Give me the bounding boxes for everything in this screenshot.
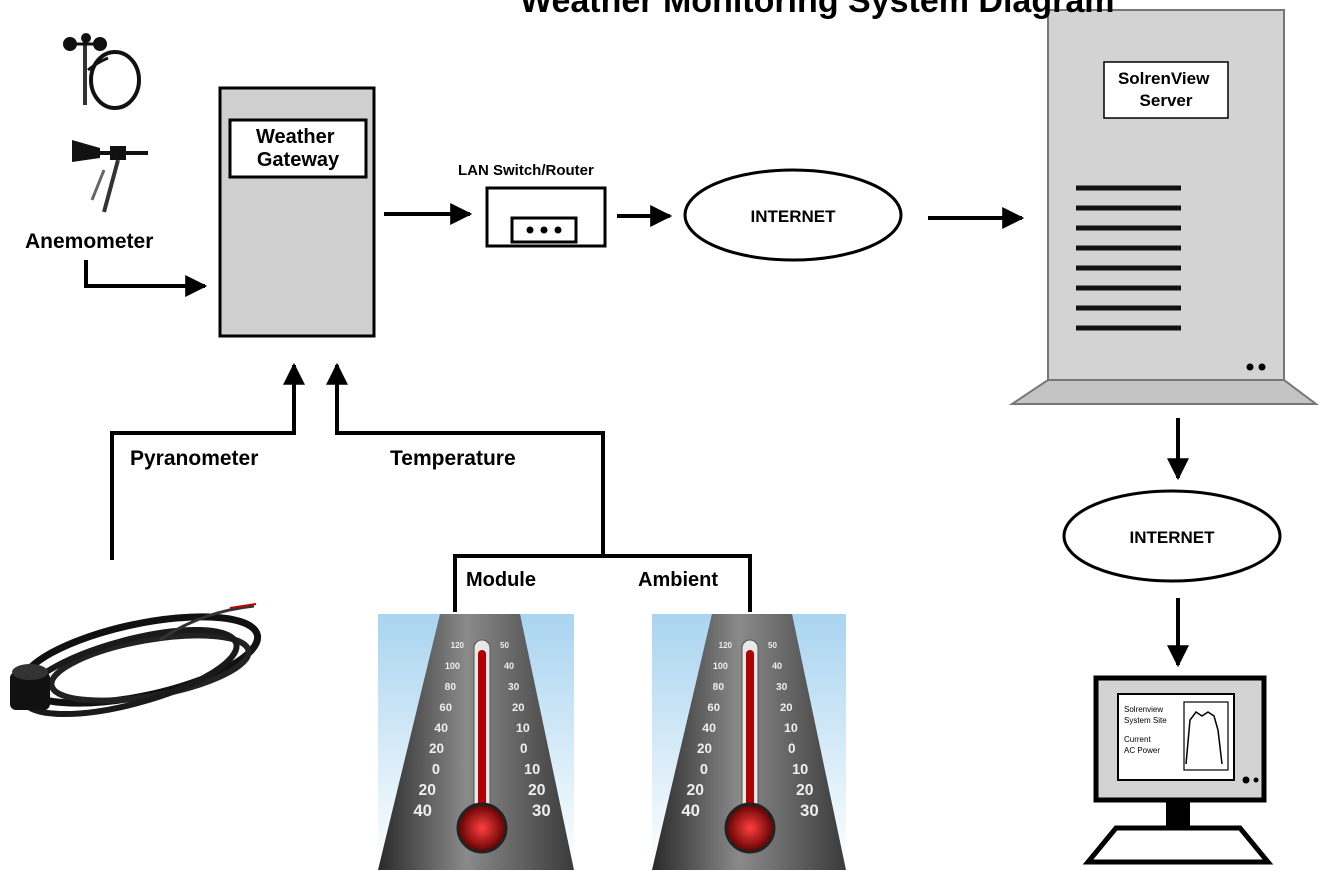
thermometer-tick-label: 10 [792,762,808,778]
pyranometer-connector [110,362,305,560]
thermometer-tick-label: 0 [700,762,708,778]
thermometer-tick-label: 10 [784,721,798,735]
monitor-screen-text: Solrenview System Site Current AC Power [1124,705,1169,755]
thermometer-tick-label: 40 [681,801,700,820]
weather-gateway-label-box [228,118,368,179]
server-vent-slots [1076,185,1181,331]
thermometer-tick-label: 10 [524,762,540,778]
thermometer-tick-label: 80 [445,682,457,693]
thermometer-tick-label: 30 [776,682,788,693]
thermometer-tick-label: 120 [451,641,465,650]
thermometer-tick-label: 40 [504,661,514,671]
server-tower [1008,9,1319,405]
thermometer-tick-label: 20 [780,702,793,714]
thermometer-tick-label: 50 [768,641,777,650]
server-led-icon [1258,363,1266,371]
thermometer-tick-label: 20 [796,782,814,799]
internet-right-label: INTERNET [1130,528,1216,547]
port-dot-icon [554,226,562,234]
module-label: Module [466,569,536,591]
thermometer-tick-label: 0 [432,762,440,778]
cup-anemometer-icon [63,33,141,110]
ambient-label: Ambient [638,569,718,591]
thermometer-tick-label: 100 [713,661,728,671]
server-label: SolrenView Server [1118,69,1214,110]
thermometer-tick-label: 40 [702,721,716,735]
thermometer-tick-label: 20 [512,702,525,714]
thermometer-tick-label: 0 [788,741,796,756]
port-dot-icon [540,226,548,234]
thermometer-tick-label: 0 [520,741,528,756]
thermometer-tick-label: 60 [707,702,720,714]
thermometer-tick-label: 20 [687,782,705,799]
thermometer-tick-label: 80 [713,682,725,693]
thermometer-tick-label: 40 [772,661,782,671]
thermometer-tick-label: 60 [439,702,452,714]
thermometer-tick-label: 50 [500,641,509,650]
internet-top-label: INTERNET [751,207,837,226]
thermometer-tick-label: 30 [532,801,551,820]
thermometer-tick-label: 100 [445,661,460,671]
ambient-thermometer-image: 120 50 100 40 80 30 60 20 40 10 20 0 0 10 20 20 40 30 [652,614,846,870]
computer-monitor-icon [1082,675,1274,865]
thermometer-tick-label: 30 [800,801,819,820]
thermometer-tick-label: 20 [429,741,444,756]
diagram-title: Weather Monitoring System Diagram [520,0,1115,20]
thermometer-tick-label: 30 [508,682,520,693]
weather-gateway-label: Weather Gateway [256,126,340,171]
thermometer-tick-label: 20 [419,782,437,799]
pyranometer-label: Pyranometer [130,447,258,470]
thermometer-tick-label: 20 [528,782,546,799]
server-led-icon [1246,363,1254,371]
temperature-connector [326,362,605,556]
thermometer-tick-label: 20 [697,741,712,756]
port-dot-icon [526,226,534,234]
thermometer-tick-label: 120 [719,641,733,650]
internet-cloud-top [683,168,903,262]
temperature-label: Temperature [390,447,516,470]
pyranometer-sensor-icon [10,603,262,718]
thermometer-tick-label: 40 [434,721,448,735]
lan-switch-label: LAN Switch/Router [458,162,594,179]
internet-cloud-right [1062,489,1282,583]
module-ambient-bracket [453,554,752,612]
anemometer-label: Anemometer [25,230,153,253]
thermometer-tick-label: 10 [516,721,530,735]
wind-vane-icon [72,140,148,213]
thermometer-tick-label: 40 [413,801,432,820]
anemometer-connector [84,260,208,297]
module-thermometer-image: 120 50 100 40 80 30 60 20 40 10 20 0 0 10 20 20 40 30 [378,614,574,870]
